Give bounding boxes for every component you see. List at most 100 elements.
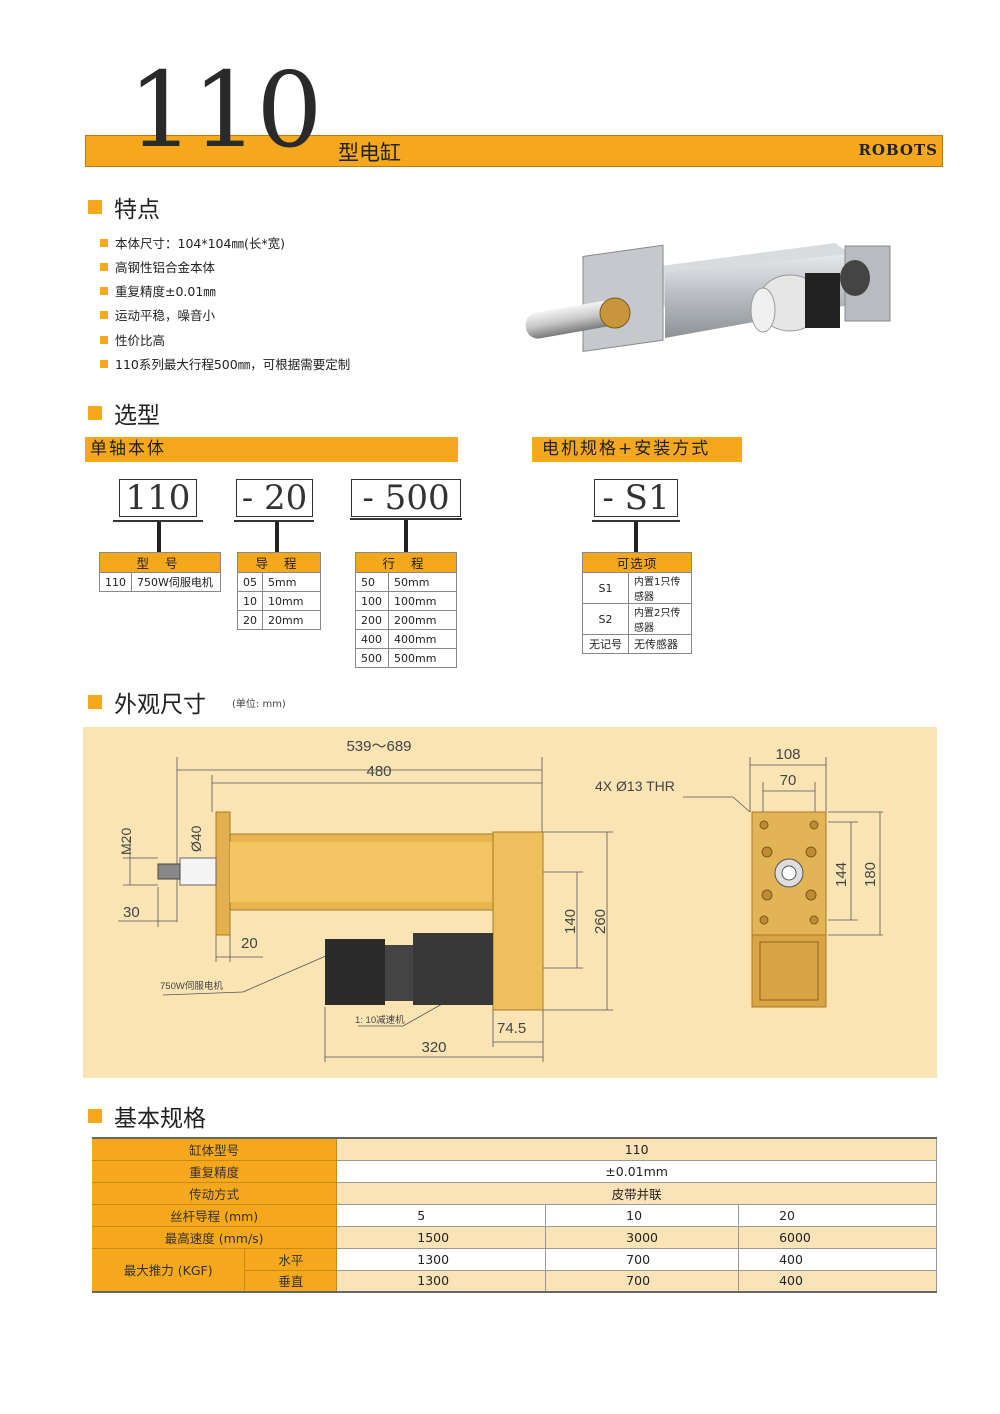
cell: 5 [336,1203,547,1227]
table-header: 行 程 [355,552,457,573]
dim-260: 260 [592,909,609,934]
page-subtitle: 型电缸 [338,141,401,165]
section-title: 特点 [114,197,160,223]
bullet-icon [100,286,108,295]
dim-74-5: 74.5 [497,1020,526,1037]
row-label: 传动方式 [92,1181,338,1205]
hole-spec: 4X Ø13 THR [595,778,675,794]
dim-body-length: 480 [366,763,391,780]
dim-140: 140 [562,909,579,934]
dim-d40: Ø40 [188,825,204,852]
unit-note: (单位: mm) [232,698,286,710]
feature-text: 运动平稳，噪音小 [115,308,216,323]
bullet-icon [100,359,108,368]
feature-item: 高钢性铝合金本体 [100,257,215,276]
table-header: 导 程 [237,552,321,573]
cell: 700 [545,1269,740,1293]
section-specs: 基本规格 [88,1099,206,1133]
cell: 皮带并联 [336,1181,937,1205]
feature-text: 重复精度±0.01㎜ [115,284,216,299]
cell: 400 [355,629,389,649]
bullet-icon [100,310,108,319]
cell: 200 [355,610,389,630]
dim-144: 144 [833,862,850,887]
cell: 50 [355,572,389,592]
cell: 无传感器 [628,634,692,654]
cell: 400 [738,1247,937,1271]
dim-70: 70 [780,772,797,789]
section-title: 外观尺寸 [114,692,206,718]
section-title: 基本规格 [114,1106,206,1132]
section-marker [88,200,102,214]
cell: S2 [582,603,629,635]
cell: 110 [99,572,132,592]
cell: 05 [237,572,263,592]
feature-text: 本体尺寸：104*104㎜(长*宽) [115,236,285,251]
cell: 1500 [336,1225,547,1249]
cell: ±0.01mm [336,1159,937,1183]
cell: 50mm [388,572,457,592]
feature-item: 重复精度±0.01㎜ [100,281,216,300]
cell: 内置2只传感器 [628,603,692,635]
section-title: 选型 [114,403,160,429]
cell: 1300 [336,1247,547,1271]
cell: 400mm [388,629,457,649]
dim-m20: M20 [118,828,134,855]
bullet-icon [100,238,108,247]
cell: 3000 [545,1225,740,1249]
cell: 1300 [336,1269,547,1293]
cell: 5mm [262,572,321,592]
cell: 20 [237,610,263,630]
dimension-drawing: 539～689 480 M20 Ø40 30 20 140 260 74.5 3… [83,727,937,1078]
cell: 20 [738,1203,937,1227]
cell: 10mm [262,591,321,611]
pointer [275,522,279,552]
motor-callout: 750W伺服电机 [160,980,223,992]
drawing-svg: 539～689 480 M20 Ø40 30 20 140 260 74.5 3… [118,738,883,1062]
cell: 6000 [738,1225,937,1249]
row-label: 丝杆导程 (mm) [92,1203,338,1227]
section-marker [88,695,102,709]
pointer [634,522,638,552]
bullet-icon [100,335,108,344]
section-selection: 选型 [88,396,160,430]
table-row: 传动方式皮带并联 [92,1181,937,1205]
dim-total-length: 539～689 [346,738,411,755]
section-marker [88,406,102,420]
section-marker [88,1109,102,1123]
body-bar: 单轴本体 [85,437,458,462]
code-option: - S1 [594,479,678,517]
row-label: 最高速度 (mm/s) [92,1225,338,1249]
pointer [157,522,161,552]
code-model: 110 [119,479,197,517]
dim-108: 108 [775,746,800,763]
brand-logo: ROBOTS [858,141,938,159]
cell: 750W伺服电机 [131,572,221,592]
motor-bar: 电机规格+安装方式 [532,437,742,462]
feature-item: 性价比高 [100,330,165,349]
row-label: 缸体型号 [92,1137,338,1161]
divider [113,520,203,522]
divider [592,520,680,522]
table-header: 型 号 [99,552,221,573]
cell: 500mm [388,648,457,668]
row-label: 最大推力 (KGF) [92,1247,246,1293]
dim-30: 30 [123,904,140,921]
table-row: 重复精度±0.01mm [92,1159,937,1183]
dim-320: 320 [421,1039,446,1056]
code-stroke: - 500 [351,479,461,517]
